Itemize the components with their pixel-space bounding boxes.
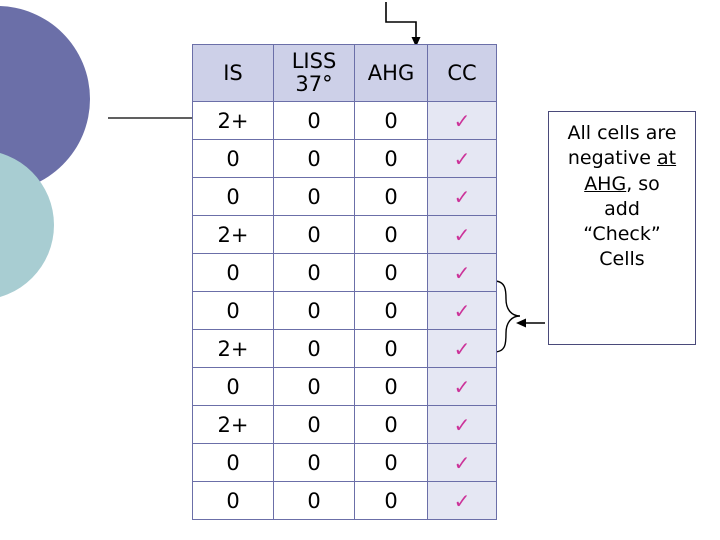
cell-is: 0 [192,253,274,292]
cell-ahg: 0 [354,481,428,520]
column-header-is: IS [192,44,274,102]
cell-cc: ✓ [427,367,497,406]
table-header: IS LISS 37° AHG CC [192,44,497,102]
cell-is: 2+ [192,329,274,368]
cell-liss: 0 [273,367,355,406]
cell-cc: ✓ [427,443,497,482]
note-line-5: “Check” [583,223,661,246]
cell-liss: 0 [273,215,355,254]
column-header-liss: LISS 37° [273,44,355,102]
cell-is: 2+ [192,215,274,254]
note-callout-box: All cells are negative at AHG, so add “C… [548,111,696,345]
note-line-4: add [604,197,640,220]
cell-liss: 0 [273,329,355,368]
cell-cc: ✓ [427,405,497,444]
cell-cc: ✓ [427,481,497,520]
note-line-3-underline: AHG [584,172,627,195]
note-line-6: Cells [599,248,645,271]
cell-ahg: 0 [354,405,428,444]
cell-liss: 0 [273,253,355,292]
cell-cc: ✓ [427,215,497,254]
note-text: All cells are negative at AHG, so add “C… [554,121,690,273]
cell-cc: ✓ [427,329,497,368]
cell-cc: ✓ [427,139,497,178]
cell-liss: 0 [273,139,355,178]
cell-cc: ✓ [427,253,497,292]
cell-liss: 0 [273,481,355,520]
cell-cc: ✓ [427,177,497,216]
cell-is: 0 [192,139,274,178]
cell-ahg: 0 [354,253,428,292]
cell-is: 2+ [192,101,274,140]
cell-is: 2+ [192,405,274,444]
note-line-1: All cells are [567,122,677,144]
cell-is: 0 [192,177,274,216]
note-line-3-suffix: , so [626,172,660,195]
cell-is: 0 [192,291,274,330]
column-header-ahg: AHG [354,44,428,102]
note-line-2-prefix: negative [567,147,658,170]
note-line-2-underline: at [657,147,677,170]
cell-ahg: 0 [354,443,428,482]
cell-cc: ✓ [427,101,497,140]
cell-is: 0 [192,481,274,520]
cell-liss: 0 [273,405,355,444]
cell-ahg: 0 [354,177,428,216]
cell-ahg: 0 [354,329,428,368]
cell-ahg: 0 [354,215,428,254]
cell-cc: ✓ [427,291,497,330]
cell-liss: 0 [273,101,355,140]
cell-ahg: 0 [354,291,428,330]
cell-ahg: 0 [354,139,428,178]
table-header-row: IS LISS 37° AHG CC [192,44,497,102]
column-header-cc: CC [427,44,497,102]
cell-liss: 0 [273,177,355,216]
cell-is: 0 [192,443,274,482]
cell-ahg: 0 [354,367,428,406]
cell-liss: 0 [273,443,355,482]
cell-ahg: 0 [354,101,428,140]
cell-is: 0 [192,367,274,406]
cell-liss: 0 [273,291,355,330]
